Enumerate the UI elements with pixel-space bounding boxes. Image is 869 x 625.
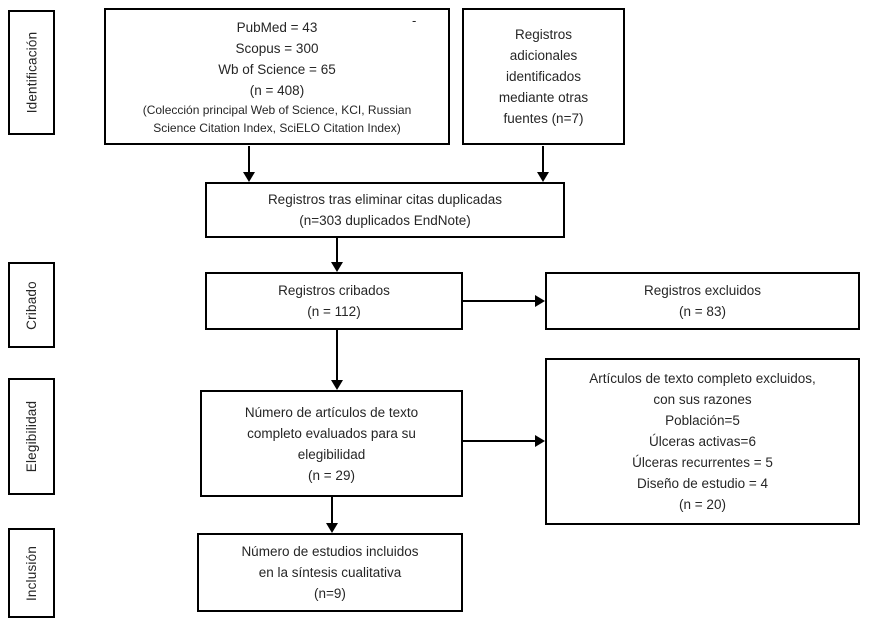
arrowhead-down — [326, 523, 338, 533]
superscript-dash-mark: - — [412, 13, 417, 28]
excluded-text: Registros excluidos (n = 83) — [643, 283, 762, 319]
included-text: Número de estudios incluidos en la sínte… — [241, 544, 419, 601]
arrowhead-down — [331, 262, 343, 272]
arrow-screened-to-fulltext — [336, 330, 338, 380]
arrowhead-right — [535, 435, 545, 447]
box-fulltext-excluded-reasons: Artículos de texto completo excluidos, c… — [545, 358, 860, 525]
arrow-screened-to-excluded — [463, 300, 535, 302]
arrow-additional-to-dedup — [542, 146, 544, 172]
stage-label-eligibility: Elegibilidad — [8, 378, 55, 495]
additional-records-text: Registros adicionales identificados medi… — [498, 27, 589, 126]
box-studies-included: Número de estudios incluidos en la sínte… — [197, 533, 463, 612]
arrowhead-right — [535, 295, 545, 307]
stage-label-identification: Identificación — [8, 10, 55, 135]
box-records-screened: Registros cribados (n = 112) — [205, 272, 463, 330]
box-database-sources: PubMed = 43 Scopus = 300 Wb of Science =… — [104, 8, 450, 145]
box-records-excluded: Registros excluidos (n = 83) — [545, 272, 860, 330]
box-fulltext-assessed: Número de artículos de texto completo ev… — [200, 390, 463, 497]
arrowhead-down — [331, 380, 343, 390]
arrow-dedup-to-screened — [336, 238, 338, 262]
stage-label-inclusion: Inclusión — [8, 528, 55, 618]
screened-text: Registros cribados (n = 112) — [278, 283, 390, 319]
arrow-fulltext-to-reasons — [463, 440, 535, 442]
fulltext-excluded-text: Artículos de texto completo excluidos, c… — [589, 371, 816, 512]
stage-label-text: Cribado — [24, 280, 39, 330]
database-collections-note: (Colección principal Web of Science, KCI… — [142, 102, 412, 135]
arrowhead-down — [537, 172, 549, 182]
fulltext-assessed-text: Número de artículos de texto completo ev… — [244, 404, 419, 483]
arrowhead-down — [243, 172, 255, 182]
stage-label-text: Elegibilidad — [24, 400, 40, 473]
arrow-fulltext-to-included — [331, 497, 333, 523]
stage-label-screening: Cribado — [8, 262, 55, 348]
stage-label-text: Identificación — [24, 31, 40, 114]
stage-label-text: Inclusión — [24, 545, 39, 601]
arrow-sources-to-dedup — [248, 146, 250, 172]
box-after-duplicates-removed: Registros tras eliminar citas duplicadas… — [205, 182, 565, 238]
deduplicated-text: Registros tras eliminar citas duplicadas… — [267, 192, 503, 228]
box-additional-records: Registros adicionales identificados medi… — [462, 8, 625, 145]
database-counts-text: PubMed = 43 Scopus = 300 Wb of Science =… — [218, 19, 336, 98]
